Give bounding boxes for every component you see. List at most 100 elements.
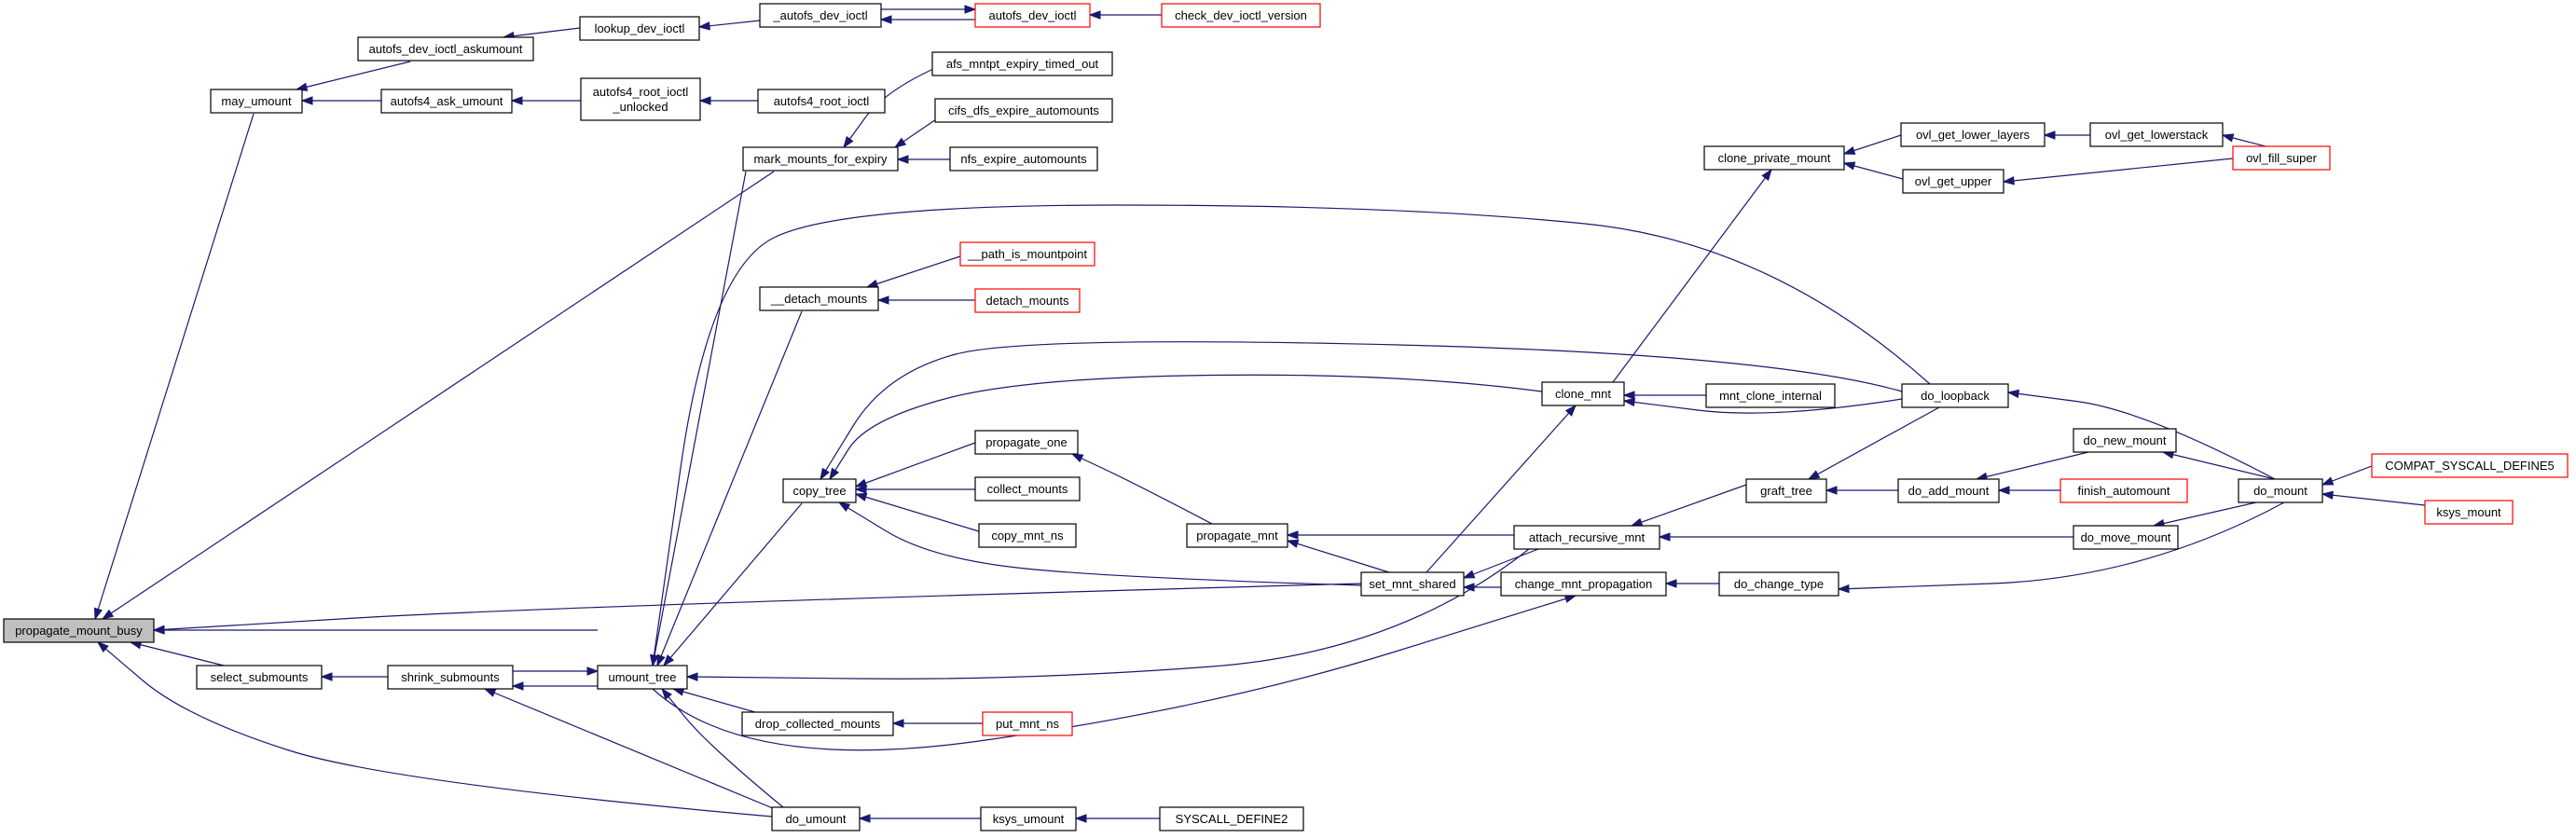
node-afs_mntpt_expiry_timed_out[interactable]: afs_mntpt_expiry_timed_out <box>931 51 1113 76</box>
arrowhead-icon <box>829 467 840 481</box>
node-ksys_mount[interactable]: ksys_mount <box>2424 500 2514 525</box>
node-do_mount[interactable]: do_mount <box>2238 478 2323 503</box>
arrowhead-icon <box>1286 539 1300 548</box>
node-change_mnt_propagation[interactable]: change_mnt_propagation <box>1500 571 1667 597</box>
node-autofs_dev_ioctl_askumount[interactable]: autofs_dev_ioctl_askumount <box>357 36 534 62</box>
node-ksys_umount[interactable]: ksys_umount <box>980 806 1077 831</box>
node-ovl_fill_super[interactable]: ovl_fill_super <box>2232 145 2331 171</box>
node-box <box>2073 428 2177 453</box>
edge-line <box>661 688 784 808</box>
arrowhead-icon <box>1842 145 1856 155</box>
node-drop_collected_mounts[interactable]: drop_collected_mounts <box>741 711 894 736</box>
node-ovl_get_lower_layers[interactable]: ovl_get_lower_layers <box>1900 122 2046 147</box>
arrowhead-icon <box>152 625 165 635</box>
node-attach_recursive_mnt[interactable]: attach_recursive_mnt <box>1513 525 1660 550</box>
node-do_umount[interactable]: do_umount <box>771 806 861 831</box>
node-__path_is_mountpoint[interactable]: __path_is_mountpoint <box>959 241 1095 267</box>
node-check_dev_ioctl_version[interactable]: check_dev_ioctl_version <box>1161 3 1321 28</box>
node-clone_mnt[interactable]: clone_mnt <box>1541 381 1625 406</box>
node-autofs4_root_ioctl_unlocked[interactable]: autofs4_root_ioctl_unlocked <box>580 77 701 121</box>
edge-line <box>102 171 775 620</box>
node-clone_private_mount[interactable]: clone_private_mount <box>1703 145 1845 171</box>
node-select_submounts[interactable]: select_submounts <box>196 665 323 690</box>
edge-line <box>820 341 1903 480</box>
edge-do_add_mount-to-graft_tree <box>1825 486 1898 495</box>
node-autofs4_root_ioctl[interactable]: autofs4_root_ioctl <box>757 89 886 114</box>
node-autofs4_ask_umount[interactable]: autofs4_ask_umount <box>380 89 513 114</box>
node-ovl_get_upper[interactable]: ovl_get_upper <box>1902 169 2004 194</box>
node-ovl_get_lowerstack[interactable]: ovl_get_lowerstack <box>2089 122 2224 147</box>
node-box <box>1159 806 1304 831</box>
edge-line <box>652 595 1577 751</box>
node-box <box>982 711 1073 736</box>
edge-put_mnt_ns-to-drop_collected_mounts <box>891 719 983 728</box>
node-do_change_type[interactable]: do_change_type <box>1718 571 1839 597</box>
node-umount_tree[interactable]: umount_tree <box>597 665 688 690</box>
edge-line <box>1808 406 1940 480</box>
edge-line <box>843 64 943 148</box>
edge-SYSCALL_DEFINE2-to-ksys_umount <box>1074 814 1160 823</box>
arrowhead-icon <box>663 654 675 667</box>
node-label: lookup_dev_ioctl <box>595 21 685 35</box>
node-do_add_mount[interactable]: do_add_mount <box>1897 478 2000 503</box>
node-box <box>2424 500 2514 525</box>
node-label: change_mnt_propagation <box>1515 577 1652 591</box>
edge-line <box>829 374 1543 480</box>
node-graft_tree[interactable]: graft_tree <box>1745 478 1827 503</box>
node-set_mnt_shared[interactable]: set_mnt_shared <box>1360 571 1465 597</box>
arrowhead-icon <box>1825 486 1838 495</box>
node-do_move_mount[interactable]: do_move_mount <box>2073 525 2179 550</box>
node-collect_mounts[interactable]: collect_mounts <box>974 476 1081 501</box>
node-propagate_mount_busy[interactable]: propagate_mount_busy <box>3 618 155 643</box>
node-COMPAT_SYSCALL_DEFINE5[interactable]: COMPAT_SYSCALL_DEFINE5 <box>2371 453 2569 478</box>
edge-may_umount-to-propagate_mount_busy <box>93 113 255 621</box>
node-lookup_dev_ioctl[interactable]: lookup_dev_ioctl <box>579 16 700 41</box>
node-label: do_add_mount <box>1908 484 1990 498</box>
node-propagate_mnt[interactable]: propagate_mnt <box>1186 523 1288 548</box>
node-mnt_clone_internal[interactable]: mnt_clone_internal <box>1705 383 1836 408</box>
edge-line <box>1463 548 1539 579</box>
edge-shrink_submounts-to-select_submounts <box>320 672 388 681</box>
node-box <box>757 89 886 114</box>
edge-line <box>1071 453 1213 525</box>
node-may_umount[interactable]: may_umount <box>210 89 303 114</box>
edge-line <box>1631 478 1763 527</box>
node-SYSCALL_DEFINE2[interactable]: SYSCALL_DEFINE2 <box>1159 806 1304 831</box>
node-label: ovl_get_upper <box>1915 174 1992 188</box>
node-detach_mounts[interactable]: detach_mounts <box>974 288 1081 313</box>
edge-line <box>866 255 961 288</box>
node-box <box>742 146 899 172</box>
edge-line <box>1426 405 1577 573</box>
edge-detach_mounts-to-__detach_mounts <box>876 295 975 305</box>
node-put_mnt_ns[interactable]: put_mnt_ns <box>982 711 1073 736</box>
arrowhead-icon <box>876 295 889 305</box>
node-finish_automount[interactable]: finish_automount <box>2059 478 2188 503</box>
edge-line <box>2003 158 2234 183</box>
node-__detach_mounts[interactable]: __detach_mounts <box>759 286 879 311</box>
node-box <box>580 77 701 121</box>
node-nfs_expire_automounts[interactable]: nfs_expire_automounts <box>949 146 1098 172</box>
edge-line <box>652 171 747 666</box>
node-autofs_dev_ioctl[interactable]: autofs_dev_ioctl <box>974 3 1091 28</box>
arrowhead-icon <box>320 672 333 681</box>
node-do_loopback[interactable]: do_loopback <box>1901 383 2009 408</box>
node-box <box>934 98 1113 123</box>
arrowhead-icon <box>1622 391 1635 400</box>
node-_autofs_dev_ioctl[interactable]: _autofs_dev_ioctl <box>759 3 882 28</box>
node-cifs_dfs_expire_automounts[interactable]: cifs_dfs_expire_automounts <box>934 98 1113 123</box>
node-shrink_submounts[interactable]: shrink_submounts <box>387 665 514 690</box>
edge-COMPAT_SYSCALL_DEFINE5-to-do_mount <box>2321 465 2373 486</box>
node-mark_mounts_for_expiry[interactable]: mark_mounts_for_expiry <box>742 146 899 172</box>
edge-line <box>2321 493 2434 507</box>
edge-do_mount-to-do_change_type <box>1837 501 2285 594</box>
edge-mark_mounts_for_expiry-to-umount_tree <box>650 171 747 667</box>
arrowhead-icon <box>1630 517 1644 527</box>
node-label: may_umount <box>221 94 292 108</box>
node-propagate_one[interactable]: propagate_one <box>974 430 1079 455</box>
arrowhead-icon <box>510 96 523 105</box>
node-do_new_mount[interactable]: do_new_mount <box>2073 428 2177 453</box>
edge-do_loopback-to-clone_mnt <box>1622 397 1903 414</box>
node-copy_mnt_ns[interactable]: copy_mnt_ns <box>978 523 1077 548</box>
arrowhead-icon <box>96 641 109 653</box>
node-copy_tree[interactable]: copy_tree <box>782 478 857 503</box>
